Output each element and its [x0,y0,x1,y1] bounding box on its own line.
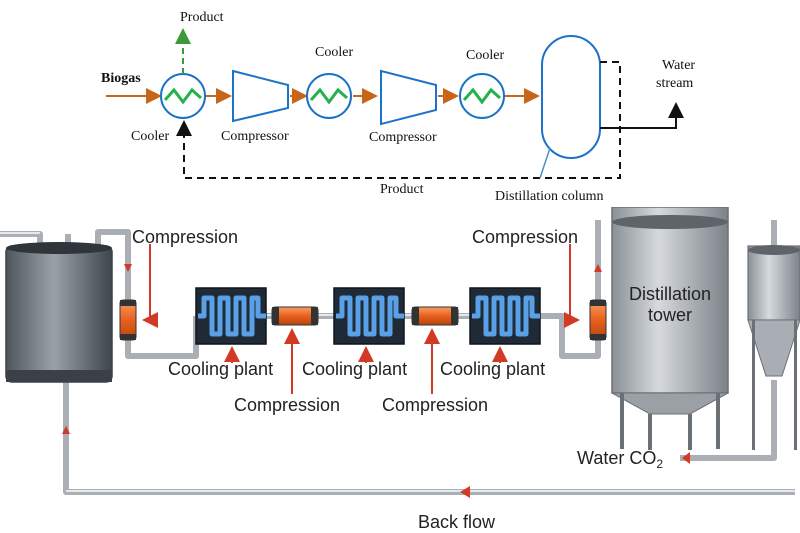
cooler-1 [160,73,206,119]
compression-right-label: Compression [472,227,578,247]
compressor-2-label: Compressor [369,130,437,145]
water-co2-label: Water CO2 [577,448,663,471]
tower-label-2: tower [648,305,692,325]
compressor-unit-mid-1 [271,306,319,326]
storage-tank [5,242,113,383]
compressor-1-label: Compressor [221,129,289,144]
cooling-plant-1 [195,287,267,345]
product-top-label: Product [180,10,224,25]
water-stream-line [600,102,684,129]
column-label: Distillation column [495,189,604,204]
compression-left-label: Compression [132,227,238,247]
cooling-plant-2 [333,287,405,345]
pipe-water-co2 [680,380,777,461]
bottom-illustration: Compression Compression Cooling plant Co… [0,207,800,532]
tower-label-1: Distillation [629,284,711,304]
compressor-unit-mid-2 [411,306,459,326]
compressor-1 [232,69,289,123]
separator-vessel [747,245,800,450]
cooling-plant-3 [469,287,541,345]
cooler-1-label: Cooler [131,129,169,144]
pipe-left-compressor-to-row [125,316,199,359]
cooler-2-label: Cooler [315,45,353,60]
flow-arrows [62,264,690,498]
water-co2-subscript: 2 [656,457,663,471]
cooling-plant-1-label: Cooling plant [168,359,273,379]
product-bottom-label: Product [380,182,424,197]
compressor-unit-left [119,299,137,341]
distillation-column [541,35,601,159]
compression-mid-1-label: Compression [234,395,340,415]
cooler-3 [459,73,505,119]
compressor-2 [380,69,437,126]
distillation-tower [611,207,729,450]
compressor-unit-right [589,299,607,341]
compression-mid-2-label: Compression [382,395,488,415]
back-flow-label: Back flow [418,512,496,532]
water-stream-label-2: stream [656,76,693,91]
pipe-row-to-right-compressor [540,313,601,359]
cooling-plant-2-label: Cooling plant [302,359,407,379]
cooler-2 [306,73,352,119]
recycle-dashed-line [183,61,621,179]
top-schematic: Biogas Product Cooler Compressor Cooler … [101,10,695,204]
cooling-plant-3-label: Cooling plant [440,359,545,379]
water-stream-label-1: Water [662,58,695,73]
column-pointer [539,147,551,179]
label-pointers [142,244,580,394]
cooler-3-label: Cooler [466,48,504,63]
biogas-label: Biogas [101,71,141,86]
